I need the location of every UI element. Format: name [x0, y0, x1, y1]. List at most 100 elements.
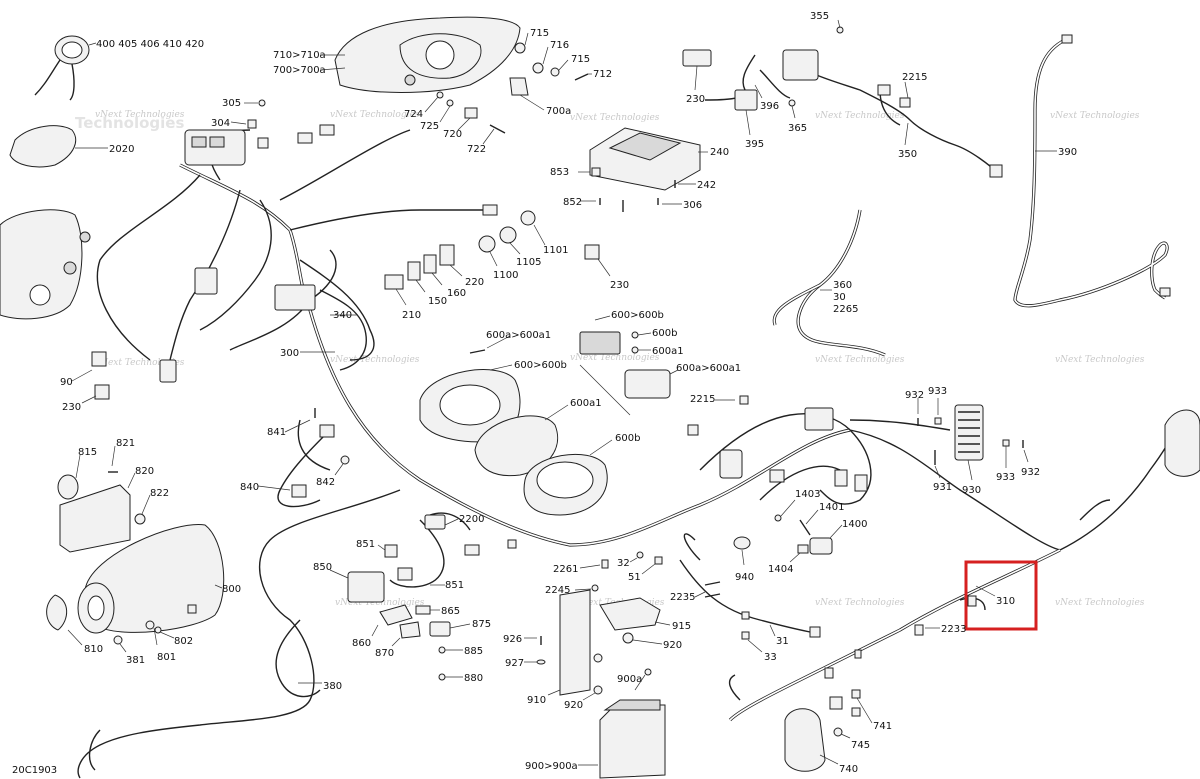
part-240-control-module: 853 852 240 242 306 — [550, 127, 729, 212]
part-600-gauge: 600a>600a1 600>600b 600a1 600b 600>600b … — [419, 310, 741, 516]
part-390-wire: 390 — [1035, 34, 1171, 297]
callout-label: 932 — [905, 390, 924, 401]
callout-label: 150 — [428, 296, 447, 307]
callout-label: 2265 — [833, 304, 858, 315]
callout-label: 860 — [352, 638, 371, 649]
callout-label: 210 — [402, 310, 421, 321]
part-winch-800: 815 821 820 822 800 810 381 801 802 380 — [46, 438, 342, 692]
callout-label: 850 — [313, 562, 332, 573]
callout-label: 741 — [873, 721, 892, 732]
callout-label: 220 — [465, 277, 484, 288]
callout-label: 926 — [503, 634, 522, 645]
callout-label: 396 — [760, 101, 779, 112]
callout-label: 600a>600a1 — [676, 363, 741, 374]
callout-label: 933 — [928, 386, 947, 397]
callout-label: 400 405 406 410 420 — [96, 39, 204, 50]
callout-label: 300 — [280, 348, 299, 359]
callout-label: 240 — [710, 147, 729, 158]
part-360-hose-callouts: 360 30 2265 — [820, 280, 858, 315]
callout-label: 600a1 — [570, 398, 602, 409]
callout-label: 304 — [211, 118, 230, 129]
watermark: vNext Technologies — [570, 353, 660, 363]
part-left-headlight: 340 300 90 230 — [0, 124, 498, 413]
callout-label: 724 — [404, 109, 423, 120]
callout-label: 880 — [464, 673, 483, 684]
callout-label: 852 — [563, 197, 582, 208]
callout-label: 395 — [745, 139, 764, 150]
callout-label: 927 — [505, 658, 524, 669]
part-350-harness: 355 2215 350 — [782, 11, 1003, 178]
callout-label: 875 — [472, 619, 491, 630]
callout-label: 722 — [467, 144, 486, 155]
callout-label: 1101 — [543, 245, 568, 256]
part-310-rear-harness: 310 2233 — [824, 560, 1038, 679]
callout-label: 90 — [60, 377, 73, 388]
callout-label: 1100 — [493, 270, 518, 281]
diagram-code: 20C1903 — [12, 765, 57, 776]
part-930-regulator: 2215 930 932 933 931 933 932 — [687, 386, 1200, 496]
callout-label: 305 — [222, 98, 241, 109]
callout-label: 31 — [776, 636, 789, 647]
callout-label: 600>600b — [514, 360, 567, 371]
callout-label: 801 — [157, 652, 176, 663]
callout-label: 355 — [810, 11, 829, 22]
callout-label: 910 — [527, 695, 546, 706]
callout-label: 900>900a — [525, 761, 578, 772]
callout-label: 851 — [356, 539, 375, 550]
callout-label: 930 — [962, 485, 981, 496]
callout-label: 885 — [464, 646, 483, 657]
part-305-304-fuse-box: 305 304 — [184, 98, 266, 166]
callout-label: 350 — [898, 149, 917, 160]
callout-label: 365 — [788, 123, 807, 134]
part-400-gauge-cluster: 400 405 406 410 420 — [34, 35, 204, 101]
callout-label: 900a — [617, 674, 642, 685]
callout-label: 851 — [445, 580, 464, 591]
callout-label: 2215 — [690, 394, 715, 405]
watermark: vNext Technologies — [1055, 598, 1145, 608]
callout-label: 2235 — [670, 592, 695, 603]
part-switches-210-220: 1101 1105 1100 230 220 160 150 210 — [384, 210, 629, 321]
callout-label: 340 — [333, 310, 352, 321]
callout-label: 745 — [851, 740, 870, 751]
callout-label: 840 — [240, 482, 259, 493]
callout-label: 802 — [174, 636, 193, 647]
callout-label: 360 — [833, 280, 852, 291]
callout-label: 810 — [84, 644, 103, 655]
main-harness-wires — [77, 38, 1176, 779]
watermark: vNext Technologies — [95, 358, 185, 368]
callout-label: 821 — [116, 438, 135, 449]
callout-label: 700>700a — [273, 65, 326, 76]
watermarks: vNext Technologies Technologies vNext Te… — [75, 110, 1145, 608]
callout-label: 600a>600a1 — [486, 330, 551, 341]
callout-label: 870 — [375, 648, 394, 659]
part-31-33: 31 33 — [741, 611, 821, 663]
callout-label: 700a — [546, 106, 571, 117]
callout-label: 2233 — [941, 624, 966, 635]
callout-label: 2245 — [545, 585, 570, 596]
callout-label: 820 — [135, 466, 154, 477]
callout-label-310: 310 — [996, 596, 1015, 607]
callout-label: 725 — [420, 121, 439, 132]
callout-label: 815 — [78, 447, 97, 458]
callout-label: 51 — [628, 572, 641, 583]
callout-label: 230 — [62, 402, 81, 413]
callout-label: 800 — [222, 584, 241, 595]
callout-label: 931 — [933, 482, 952, 493]
callout-label: 600a1 — [652, 346, 684, 357]
watermark: vNext Technologies — [330, 110, 420, 120]
watermark: vNext Technologies — [335, 598, 425, 608]
callout-label: 933 — [996, 472, 1015, 483]
callout-label: 1400 — [842, 519, 867, 530]
callout-label: 600>600b — [611, 310, 664, 321]
part-396-395-relay: 396 395 365 — [734, 84, 807, 150]
watermark: vNext Technologies — [570, 113, 660, 123]
callout-label: 720 — [443, 129, 462, 140]
part-715-716-712-bulbs: 715 716 715 712 700a — [509, 28, 612, 117]
part-710-700-headlight: 710>710a 700>700a — [273, 16, 521, 93]
callout-label: 716 — [550, 40, 569, 51]
part-battery-area: 2261 32 51 2245 915 2235 920 910 926 927… — [503, 539, 721, 779]
callout-label: 2200 — [459, 514, 484, 525]
callout-label: 853 — [550, 167, 569, 178]
callout-label: 920 — [663, 640, 682, 651]
